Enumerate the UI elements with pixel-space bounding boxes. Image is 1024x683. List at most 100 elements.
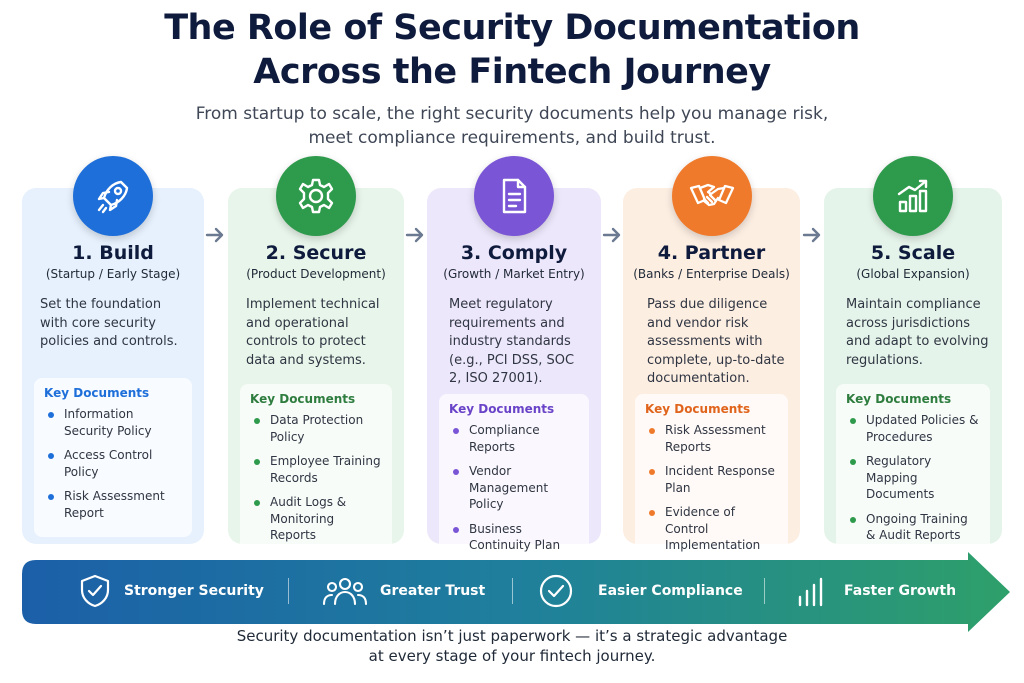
stage-description: Pass due diligence and vendor risk asses… [647,297,785,386]
document-label: Employee Training Records [270,454,381,485]
document-label: Regulatory Mapping Documents [866,454,935,501]
stage-title: 3. Comply [460,242,568,264]
list-item: Regulatory Mapping Documents [846,453,980,503]
benefit-greater-trust: Greater Trust [322,570,485,612]
list-item: Access Control Policy [44,447,182,480]
key-documents-box: Key Documents Data Protection Policy Emp… [240,384,392,560]
title-line-1: The Role of Security Documentation [164,8,860,48]
document-label: Compliance Reports [469,423,540,454]
stage-title: 1. Build [72,242,154,264]
subtitle-line-2: meet compliance requirements, and build … [308,128,716,148]
stage-description: Implement technical and operational cont… [246,297,380,368]
footer-note: Security documentation isn’t just paperw… [0,626,1024,666]
bullet-dot [649,469,655,475]
bullet-dot [649,510,655,516]
people-icon [322,577,368,606]
stage-title: 5. Scale [870,242,956,264]
footer-line-1: Security documentation isn’t just paperw… [236,627,788,645]
document-label: Access Control Policy [64,448,153,479]
benefit-label: Greater Trust [380,583,486,599]
list-item: Incident Response Plan [645,463,778,496]
document-label: Data Protection Policy [270,413,364,444]
stage-title: 4. Partner [657,242,766,264]
document-label: Ongoing Training & Audit Reports [866,511,968,543]
stage-card-scale: 5. Scale (Global Expansion) Maintain com… [824,156,1002,560]
growth-chart-icon [873,156,953,236]
stage-subtitle: (Growth / Market Entry) [443,267,585,281]
list-item: Data Protection Policy [250,412,382,445]
benefit-label: Stronger Security [124,583,264,599]
bullet-dot [453,526,459,533]
handshake-icon [671,156,752,236]
bullet-dot [453,469,459,475]
document-label: Information Security Policy [64,407,152,438]
stage-card-partner: 4. Partner (Banks / Enterprise Deals) Pa… [623,156,800,570]
arrow-right-icon [205,227,224,243]
list-item: Business Continuity Plan [449,521,579,554]
key-documents-box: Key Documents Updated Policies & Procedu… [836,384,990,560]
list-item: Updated Policies & Procedures [846,412,980,445]
list-item: Employee Training Records [250,453,382,486]
stage-card-secure: 2. Secure (Product Development) Implemen… [228,156,404,560]
benefit-stronger-security: Stronger Security [78,570,264,612]
stage-subtitle: (Global Expansion) [856,267,970,281]
key-documents-title: Key Documents [645,402,751,416]
key-documents-box: Key Documents Compliance Reports Vendor … [439,394,589,570]
list-item: Vendor Management Policy [449,463,579,513]
bar-growth-icon [798,577,823,607]
stage-description: Maintain compliance across jurisdictions… [846,297,989,368]
stage-title: 2. Secure [265,242,367,264]
arrow-right-icon [802,227,821,243]
benefit-label: Faster Growth [844,583,957,599]
document-label: Evidence of Control Implementation [665,505,761,552]
document-label: Audit Logs & Monitoring Reports [270,495,347,542]
document-icon [474,156,554,236]
document-label: Risk Assessment Reports [665,423,766,454]
bullet-dot [48,494,54,500]
document-label: Vendor Management Policy [469,464,549,511]
document-label: Risk Assessment Report [64,489,165,520]
key-documents-title: Key Documents [44,386,150,400]
gear-icon [276,156,356,236]
benefit-label: Easier Compliance [598,583,743,599]
stage-subtitle: (Startup / Early Stage) [45,267,181,281]
divider [512,578,513,604]
bullet-dot [254,500,260,506]
bullet-dot [254,418,260,424]
bullet-dot [649,428,655,434]
key-documents-title: Key Documents [250,392,356,406]
subtitle-line-1: From startup to scale, the right securit… [195,104,829,124]
arrow-right-icon [602,227,621,243]
stage-description: Meet regulatory requirements and industr… [449,297,575,386]
stage-card-comply: 3. Comply (Growth / Market Entry) Meet r… [427,156,601,570]
key-documents-title: Key Documents [449,402,555,416]
document-label: Incident Response Plan [665,464,775,495]
benefit-easier-compliance: Easier Compliance [538,570,743,612]
shield-check-icon [80,574,110,608]
divider [288,578,289,604]
bullet-dot [850,418,856,424]
stage-card-build: 1. Build (Startup / Early Stage) Set the… [22,156,204,544]
key-documents-title: Key Documents [846,392,952,406]
arrow-right-icon [405,227,424,243]
stage-subtitle: (Product Development) [246,267,386,281]
list-item: Compliance Reports [449,422,579,455]
list-item: Ongoing Training & Audit Reports [846,511,980,544]
bullet-dot [850,516,856,523]
check-circle-icon [539,574,573,608]
title-line-2: Across the Fintech Journey [253,52,771,92]
stage-description: Set the foundation with core security po… [40,297,178,349]
bullet-dot [453,428,459,434]
bullet-dot [48,453,54,459]
document-label: Updated Policies & Procedures [866,413,979,444]
list-item: Risk Assessment Report [44,488,182,521]
stage-subtitle: (Banks / Enterprise Deals) [633,267,790,281]
list-item: Information Security Policy [44,406,182,439]
rocket-icon [73,156,153,236]
bullet-dot [254,459,260,465]
list-item: Audit Logs & Monitoring Reports [250,494,382,544]
document-label: Business Continuity Plan [469,521,561,553]
page-title: The Role of Security Documentation Acros… [0,6,1024,94]
key-documents-box: Key Documents Information Security Polic… [34,378,192,537]
list-item: Risk Assessment Reports [645,422,778,455]
